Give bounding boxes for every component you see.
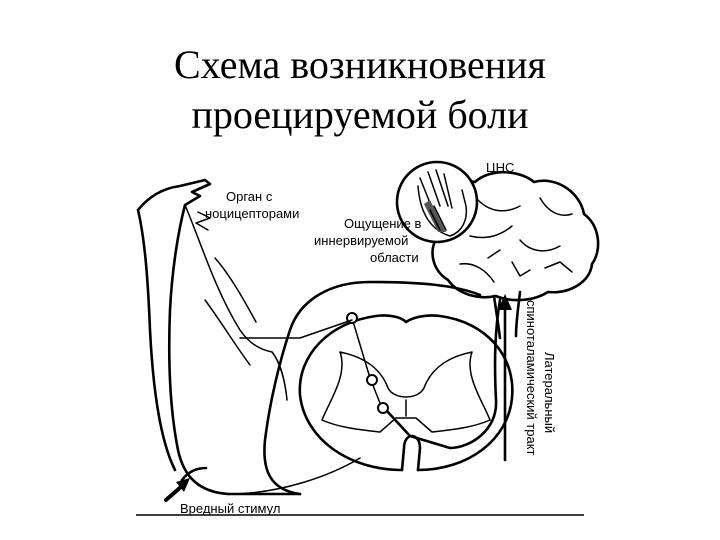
cns-label: ЦНС (486, 160, 514, 175)
sensation-label-line-2: иннервируемой (314, 233, 408, 248)
stimulus-label: Вредный стимул (180, 501, 280, 516)
tract-label-line-1: Латеральный (542, 352, 557, 433)
tract-label: Латеральный спиноталамический тракт (524, 300, 557, 456)
tract-label-line-2: спиноталамический тракт (524, 300, 539, 456)
spinal-cord (300, 315, 513, 470)
sensation-label-line-1: Ощущение в (344, 216, 422, 231)
synapse-node (378, 403, 388, 413)
organ-label-line-1: Орган с (226, 189, 273, 204)
organ-label-line-2: ноцицепторами (205, 206, 299, 221)
dorsal-root-node (367, 375, 377, 385)
sensation-label-line-3: области (370, 250, 419, 265)
tract-arrow (498, 294, 512, 460)
stimulus-arrow (166, 478, 190, 500)
